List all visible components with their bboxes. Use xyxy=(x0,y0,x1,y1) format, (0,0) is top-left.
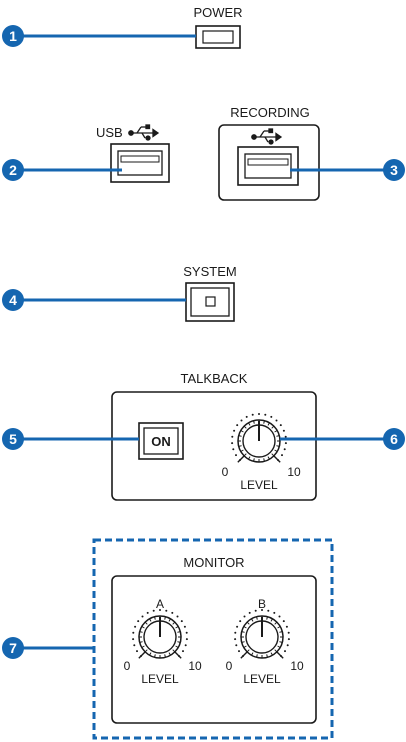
system-indicator xyxy=(190,287,230,317)
usb-icon xyxy=(251,128,283,145)
usb-port-tongue xyxy=(120,155,160,163)
callout-7: 7 xyxy=(2,637,24,659)
callout-6: 6 xyxy=(383,428,405,450)
system-led xyxy=(205,296,216,307)
svg-text:6: 6 xyxy=(390,431,398,447)
talkback-level-knob[interactable] xyxy=(231,413,287,463)
talkback-frame xyxy=(111,391,317,501)
recording-label: RECORDING xyxy=(230,105,309,120)
monitor-label: MONITOR xyxy=(183,555,244,570)
monitor-b-min: 0 xyxy=(226,659,233,673)
talkback-label: TALKBACK xyxy=(181,371,248,386)
monitor-b-label: B xyxy=(258,597,266,611)
system-label: SYSTEM xyxy=(183,264,236,279)
callout-1: 1 xyxy=(2,25,24,47)
svg-text:4: 4 xyxy=(9,292,17,308)
monitor-a-min: 0 xyxy=(124,659,131,673)
talkback-on-label: ON xyxy=(151,434,171,449)
monitor-frame xyxy=(111,575,317,724)
usb-label: USB xyxy=(96,125,123,140)
recording-port-tongue xyxy=(247,158,289,166)
talkback-level-max: 10 xyxy=(287,465,301,479)
monitor-b-level-knob[interactable] xyxy=(234,609,290,659)
monitor-a-label: A xyxy=(156,597,164,611)
usb-icon xyxy=(128,124,160,141)
talkback-level-label: LEVEL xyxy=(240,478,278,492)
monitor-a-level-knob[interactable] xyxy=(132,609,188,659)
callout-3: 3 xyxy=(383,159,405,181)
callout-4: 4 xyxy=(2,289,24,311)
callout-5: 5 xyxy=(2,428,24,450)
monitor-a-max: 10 xyxy=(188,659,202,673)
monitor-b-level-label: LEVEL xyxy=(243,672,281,686)
svg-text:5: 5 xyxy=(9,431,17,447)
svg-text:2: 2 xyxy=(9,162,17,178)
talkback-level-min: 0 xyxy=(222,465,229,479)
monitor-b-max: 10 xyxy=(290,659,304,673)
svg-text:1: 1 xyxy=(9,28,17,44)
monitor-dashed-outline xyxy=(92,538,334,740)
monitor-a-level-label: LEVEL xyxy=(141,672,179,686)
power-indicator xyxy=(202,30,234,44)
power-label: POWER xyxy=(193,5,242,20)
talkback-on-inner xyxy=(143,427,179,455)
recording-port-inner xyxy=(244,153,292,179)
callout-2: 2 xyxy=(2,159,24,181)
svg-text:7: 7 xyxy=(9,640,17,656)
svg-text:3: 3 xyxy=(390,162,398,178)
usb-port-inner xyxy=(117,150,163,176)
